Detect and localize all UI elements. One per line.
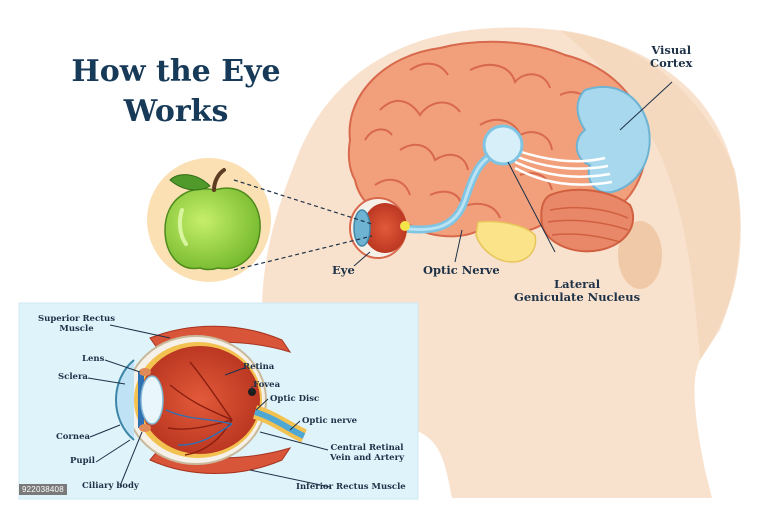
label-cornea: Cornea bbox=[56, 432, 91, 442]
label-central-retinal-line1: Central Retinal bbox=[330, 443, 404, 453]
label-superior-rectus-line1: Superior Rectus bbox=[38, 314, 116, 324]
label-visual-cortex-line2: Cortex bbox=[650, 56, 693, 70]
label-central-retinal-line2: Vein and Artery bbox=[330, 453, 405, 463]
ear bbox=[618, 221, 662, 289]
label-optic-disc: Optic Disc bbox=[270, 394, 320, 404]
label-optic-nerve: Optic Nerve bbox=[423, 263, 500, 277]
head-leaders bbox=[353, 81, 673, 267]
label-lens: Lens bbox=[82, 354, 105, 364]
head-eye bbox=[349, 197, 410, 259]
label-inferior-rectus: Inferior Rectus Muscle bbox=[296, 482, 406, 492]
label-ciliary-body: Ciliary body bbox=[82, 481, 139, 491]
label-central-retinal: Central Retinal Vein and Artery bbox=[330, 443, 404, 463]
label-lgn-line1: Lateral bbox=[554, 277, 601, 291]
lateral-geniculate-nucleus bbox=[482, 124, 524, 166]
apple bbox=[164, 168, 261, 271]
brain-stem bbox=[475, 220, 537, 263]
sight-lines bbox=[233, 179, 373, 271]
head-shade bbox=[560, 30, 740, 360]
label-superior-rectus-line2: Muscle bbox=[59, 324, 94, 334]
stock-id-badge: 922038408 bbox=[19, 484, 67, 495]
label-visual-cortex: Visual Cortex bbox=[650, 44, 692, 70]
label-visual-cortex-line1: Visual bbox=[651, 43, 692, 57]
label-lgn-line2: Geniculate Nucleus bbox=[514, 290, 641, 304]
title-line-2: Works bbox=[123, 94, 229, 129]
page-title: How the Eye Works bbox=[56, 52, 296, 132]
cross-section-leaders bbox=[87, 324, 331, 488]
label-pupil: Pupil bbox=[70, 456, 95, 466]
label-optic-nerve-section: Optic nerve bbox=[302, 416, 358, 426]
title-line-1: How the Eye bbox=[71, 54, 281, 89]
optic-radiation bbox=[514, 148, 613, 186]
label-retina: Retina bbox=[243, 362, 275, 372]
label-superior-rectus: Superior Rectus Muscle bbox=[38, 314, 115, 334]
label-sclera: Sclera bbox=[58, 372, 88, 382]
label-fovea: Fovea bbox=[253, 380, 281, 390]
label-eye: Eye bbox=[332, 263, 355, 277]
label-lgn: Lateral Geniculate Nucleus bbox=[514, 278, 640, 304]
